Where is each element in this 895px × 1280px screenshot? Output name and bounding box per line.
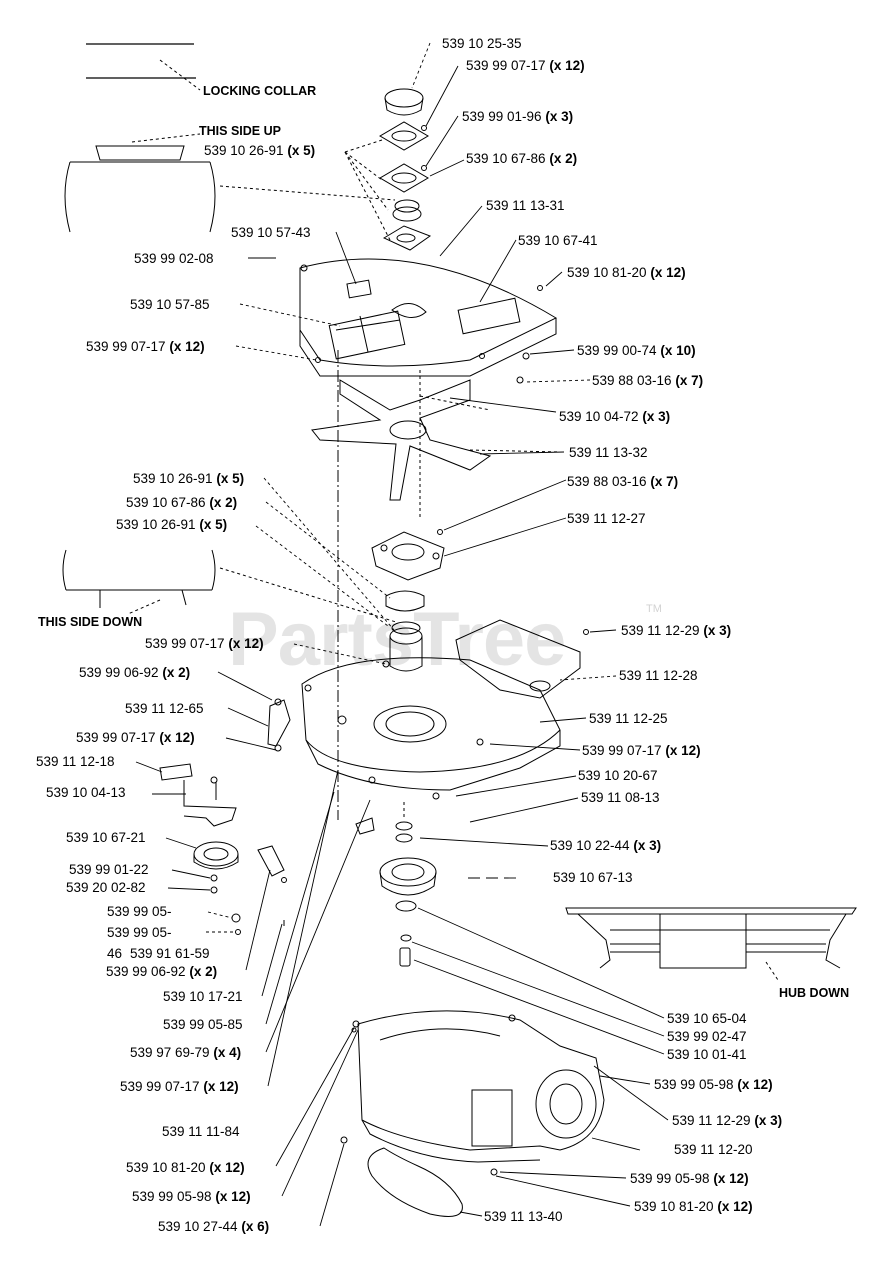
- part-label: 539 99 07-17 (x 12): [86, 339, 205, 354]
- top-bearing-stack: [344, 88, 432, 251]
- part-label: 539 10 81-20 (x 12): [567, 265, 686, 280]
- part-label: 539 10 04-72 (x 3): [559, 409, 671, 424]
- part-label: 539 10 17-21: [163, 989, 243, 1004]
- part-label: 539 11 12-25: [589, 711, 668, 726]
- part-label: 539 99 05-98 (x 12): [132, 1189, 251, 1204]
- part-label: 539 10 57-43: [231, 225, 311, 240]
- part-label: 539 10 22-44 (x 3): [550, 838, 662, 853]
- upper-housing-plate: [299, 258, 558, 384]
- part-label: 539 10 81-20 (x 12): [634, 1199, 753, 1214]
- part-label: 539 10 67-86 (x 2): [466, 151, 578, 166]
- part-label: 539 88 03-16 (x 7): [592, 373, 704, 388]
- impeller: [311, 379, 561, 501]
- part-label: 539 11 12-20: [674, 1142, 753, 1157]
- part-label: 539 10 26-91 (x 5): [133, 471, 245, 486]
- part-label: 539 99 05-98 (x 12): [654, 1077, 773, 1092]
- part-label: 539 20 02-82: [66, 880, 146, 895]
- part-label: 539 99 05-: [107, 904, 172, 919]
- part-label: 539 11 12-18: [36, 754, 115, 769]
- part-label: 539 11 12-29 (x 3): [621, 623, 732, 638]
- leader-lines: [135, 42, 669, 1227]
- part-label: 539 99 02-08: [134, 251, 214, 266]
- part-label: 539 10 65-04: [667, 1011, 747, 1026]
- part-label: 539 88 03-16 (x 7): [567, 474, 679, 489]
- part-label: 539 99 07-17 (x 12): [145, 636, 264, 651]
- part-label: 539 10 81-20 (x 12): [126, 1160, 245, 1175]
- part-label: 539 11 12-27: [567, 511, 646, 526]
- part-label: 539 10 26-91 (x 5): [204, 143, 316, 158]
- watermark: PartsTree: [228, 597, 566, 682]
- locking-collar-inset: [64, 43, 396, 233]
- part-label: 539 11 13-40: [484, 1209, 563, 1224]
- tensioner-parts: [159, 698, 291, 935]
- part-label: 539 99 02-47: [667, 1029, 747, 1044]
- middle-flange-stack: [371, 529, 445, 672]
- lower-housing-plate: [301, 657, 561, 800]
- caption-hub-down: HUB DOWN: [779, 986, 850, 1000]
- caption-locking-collar: LOCKING COLLAR: [203, 84, 317, 98]
- part-label: 539 10 01-41: [667, 1047, 747, 1062]
- part-label: 539 99 05-98 (x 12): [630, 1171, 749, 1186]
- part-label: 539 11 12-65: [125, 701, 204, 716]
- part-label: 539 91 61-59: [130, 946, 210, 961]
- part-label: 539 10 67-21: [66, 830, 146, 845]
- part-label: 539 99 06-92 (x 2): [106, 964, 218, 979]
- part-label: 539 99 00-74 (x 10): [577, 343, 696, 358]
- part-label: 539 99 05-: [107, 925, 172, 940]
- part-label: 539 10 67-86 (x 2): [126, 495, 238, 510]
- part-label: 539 99 07-17 (x 12): [76, 730, 195, 745]
- part-label: 539 10 20-67: [578, 768, 658, 783]
- part-label: 46: [107, 946, 123, 961]
- part-label: 539 97 69-79 (x 4): [130, 1045, 242, 1060]
- part-label: 539 99 01-22: [69, 862, 149, 877]
- drive-belt: [367, 1147, 463, 1217]
- part-label: 539 99 07-17 (x 12): [120, 1079, 239, 1094]
- caption-this-side-down: THIS SIDE DOWN: [38, 615, 143, 629]
- watermark-trademark: TM: [646, 603, 662, 615]
- part-label: 539 11 12-29 (x 3): [672, 1113, 783, 1128]
- part-label: 539 11 13-31: [486, 198, 565, 213]
- hub-down-inset: [565, 907, 857, 981]
- part-label: 539 11 12-28: [619, 668, 698, 683]
- part-label: 539 99 07-17 (x 12): [466, 58, 585, 73]
- part-label: 539 10 67-41: [518, 233, 598, 248]
- part-label: 539 10 25-35: [442, 36, 522, 51]
- part-label: 539 10 67-13: [553, 870, 633, 885]
- part-label: 539 99 06-92 (x 2): [79, 665, 191, 680]
- part-label: 539 11 13-32: [569, 445, 648, 460]
- caption-this-side-up: THIS SIDE UP: [199, 124, 281, 138]
- part-label: 539 99 01-96 (x 3): [462, 109, 574, 124]
- part-label: 539 10 27-44 (x 6): [158, 1219, 270, 1234]
- part-label: 539 10 26-91 (x 5): [116, 517, 228, 532]
- part-label: 539 99 05-85: [163, 1017, 243, 1032]
- pulley-stack: [355, 802, 437, 967]
- part-label: 539 10 57-85: [130, 297, 210, 312]
- part-label: 539 11 08-13: [581, 790, 660, 805]
- part-label: 539 99 07-17 (x 12): [582, 743, 701, 758]
- bottom-housing: [340, 1010, 605, 1176]
- part-label: 539 10 04-13: [46, 785, 126, 800]
- part-label: 539 11 11-84: [162, 1124, 240, 1139]
- this-side-down-inset: [62, 549, 397, 623]
